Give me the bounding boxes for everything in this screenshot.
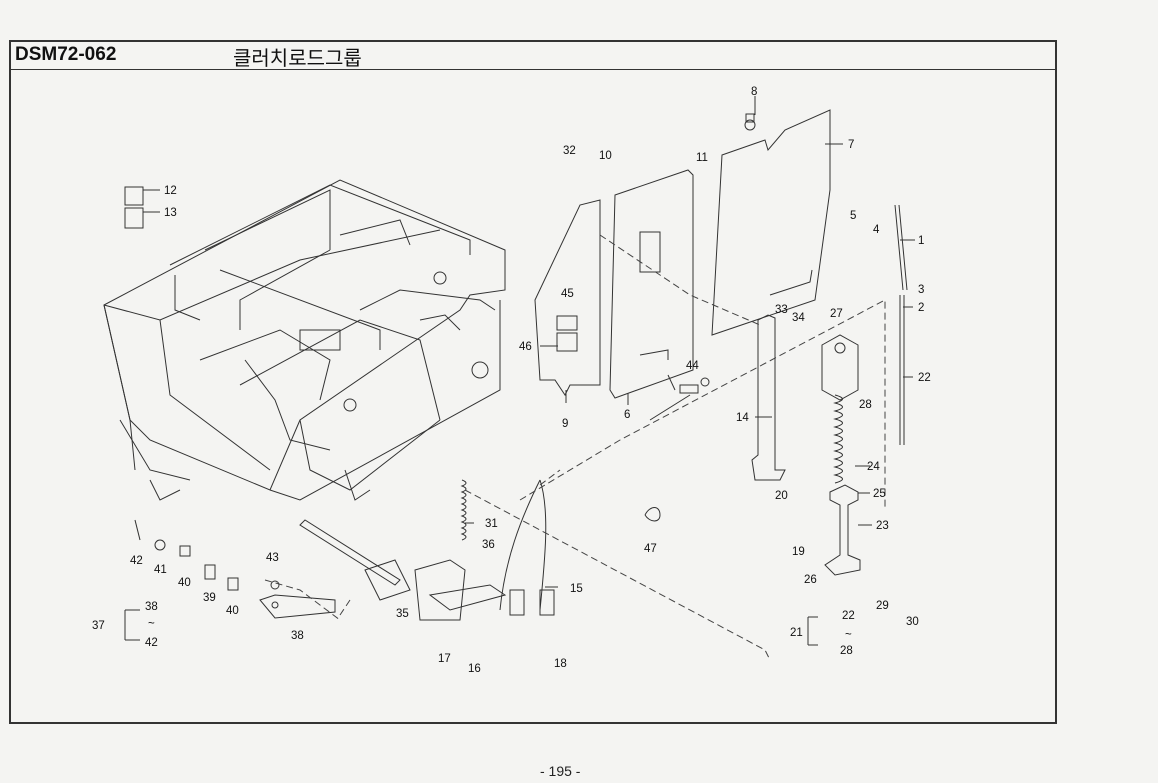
callout-37: 37 xyxy=(92,620,105,632)
leader-lines xyxy=(124,96,915,646)
callout-36: 36 xyxy=(482,539,495,551)
callout-18: 18 xyxy=(554,658,567,670)
callout-28: 28 xyxy=(859,399,872,411)
bracket-23 xyxy=(824,484,861,576)
callout-15: 15 xyxy=(570,583,583,595)
spring-24 xyxy=(833,394,843,484)
label-tags xyxy=(124,186,160,229)
callout-41: 41 xyxy=(154,564,167,576)
panel-9 xyxy=(534,199,601,396)
callout-17: 17 xyxy=(438,653,451,665)
callout-16: 16 xyxy=(468,663,481,675)
lever-38 xyxy=(259,594,336,619)
callout-7: 7 xyxy=(848,139,854,151)
callout-8: 8 xyxy=(751,86,757,98)
callout-12: 12 xyxy=(164,185,177,197)
bracket-14 xyxy=(751,314,786,481)
callout-42-a: 42 xyxy=(130,555,143,567)
callout-47: 47 xyxy=(644,543,657,555)
callout-4: 4 xyxy=(873,224,880,236)
spring-47 xyxy=(644,507,661,522)
callout-45: 45 xyxy=(561,288,574,300)
diagram-code: DSM72-062 xyxy=(15,44,117,65)
callout-13: 13 xyxy=(164,207,177,219)
callout-25: 25 xyxy=(873,488,886,500)
callouts: 1 2 3 4 5 6 7 8 9 10 11 12 13 14 15 16 1… xyxy=(92,86,931,675)
callout-26: 26 xyxy=(804,574,817,586)
frame-assembly xyxy=(103,179,506,501)
callout-39: 39 xyxy=(203,592,216,604)
callout-21: 21 xyxy=(790,627,803,639)
small-parts-row xyxy=(134,519,280,591)
callout-40-b: 40 xyxy=(226,605,239,617)
callout-20: 20 xyxy=(775,490,788,502)
diagram-frame: DSM72-062 클러치로드그룹 xyxy=(9,40,1057,724)
callout-42-range: 42 xyxy=(145,637,158,649)
diagram-title: 클러치로드그룹 xyxy=(233,46,362,70)
callout-22: 22 xyxy=(918,372,931,384)
callout-3: 3 xyxy=(918,284,924,296)
cable-15 xyxy=(499,479,555,616)
callout-22-range: 22 xyxy=(842,610,855,622)
tilde-37: ~ xyxy=(148,618,155,630)
callout-2: 2 xyxy=(918,302,924,314)
callout-9: 9 xyxy=(562,418,568,430)
spring-31 xyxy=(460,479,467,541)
callout-38-range: 38 xyxy=(145,601,158,613)
callout-43: 43 xyxy=(266,552,279,564)
cable-end-44 xyxy=(649,377,710,421)
callout-19: 19 xyxy=(792,546,805,558)
callout-6: 6 xyxy=(624,409,630,421)
callout-40-a: 40 xyxy=(178,577,191,589)
callout-28-range: 28 xyxy=(840,645,853,657)
callout-32: 32 xyxy=(563,145,576,157)
callout-34: 34 xyxy=(792,312,805,324)
callout-31: 31 xyxy=(485,518,498,530)
callout-24: 24 xyxy=(867,461,880,473)
callout-5: 5 xyxy=(850,210,856,222)
header-bar: DSM72-062 클러치로드그룹 xyxy=(11,42,1055,70)
callout-14: 14 xyxy=(736,412,749,424)
callout-23: 23 xyxy=(876,520,889,532)
callout-1: 1 xyxy=(918,235,924,247)
callout-46: 46 xyxy=(519,341,532,353)
cover-7 xyxy=(711,109,831,336)
callout-29: 29 xyxy=(876,600,889,612)
callout-30: 30 xyxy=(906,616,919,628)
callout-33: 33 xyxy=(775,304,788,316)
page-number: - 195 - xyxy=(540,763,581,779)
tilde-21: ~ xyxy=(845,629,852,641)
callout-35: 35 xyxy=(396,608,409,620)
shaft-35 xyxy=(299,519,507,621)
bracket-27 xyxy=(821,334,859,401)
callout-11: 11 xyxy=(696,152,708,164)
callout-38: 38 xyxy=(291,630,304,642)
callout-44: 44 xyxy=(686,360,699,372)
assembly-lines xyxy=(264,234,886,661)
callout-27: 27 xyxy=(830,308,843,320)
callout-10: 10 xyxy=(599,150,612,162)
panel-6 xyxy=(609,169,694,399)
rod-1 xyxy=(894,204,908,445)
